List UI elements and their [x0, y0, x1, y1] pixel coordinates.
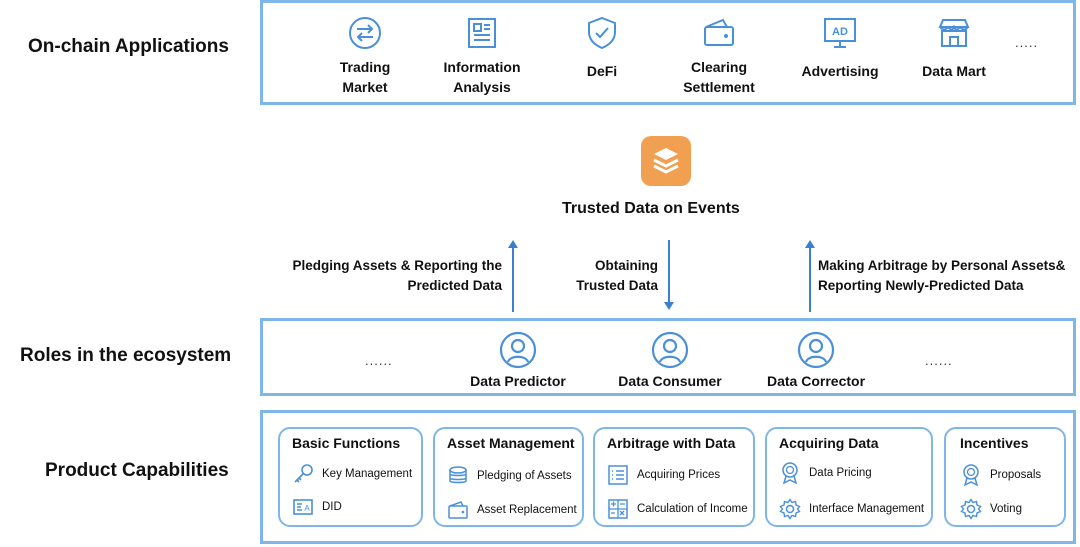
coins-stack-icon — [449, 466, 467, 484]
role-data-consumer: Data Consumer — [595, 331, 745, 389]
app-clearing-settlement: Clearing Settlement — [659, 15, 779, 97]
capability-item-label: DID — [322, 501, 342, 513]
flow-label-middle: Obtaining Trusted Data — [576, 258, 658, 293]
capability-item-calculation-of-income: Calculation of Income — [607, 498, 748, 520]
capability-item-proposals: Proposals — [960, 463, 1041, 487]
capability-basic-functions: Basic Functions Key Management A DID — [278, 427, 423, 527]
app-information-analysis: Information Analysis — [422, 15, 542, 97]
row-label-capabilities: Product Capabilities — [45, 460, 229, 481]
award-icon — [782, 462, 798, 485]
roles-more-right-ellipsis: ...... — [925, 353, 953, 368]
capability-item-label: Interface Management — [809, 503, 925, 515]
capability-asset-management: Asset Management Pledging of Assets Asse… — [433, 427, 584, 527]
capability-item-label: Data Pricing — [809, 467, 872, 479]
role-data-predictor: Data Predictor — [443, 331, 593, 389]
id-card-icon: A — [293, 499, 313, 515]
app-defi: DeFi — [542, 15, 662, 81]
capability-item-acquiring-prices: Acquiring Prices — [607, 464, 720, 486]
capability-item-did: A DID — [292, 496, 342, 518]
capability-title: Acquiring Data — [779, 435, 879, 451]
capability-title: Arbitrage with Data — [607, 435, 736, 451]
row-label-roles: Roles in the ecosystem — [20, 345, 232, 366]
capability-item-data-pricing: Data Pricing — [779, 461, 872, 485]
capability-item-voting: Voting — [960, 498, 1022, 520]
app-label: Trading Market — [339, 59, 391, 95]
capability-item-label: Proposals — [990, 469, 1042, 481]
wallet-icon — [704, 18, 734, 46]
user-icon — [499, 331, 537, 369]
svg-text:AD: AD — [832, 26, 848, 38]
wallet-icon — [448, 501, 468, 519]
capability-item-label: Acquiring Prices — [637, 469, 721, 481]
capability-acquiring-data: Acquiring Data Data Pricing Interface Ma… — [765, 427, 933, 527]
capability-item-key-management: Key Management — [292, 463, 412, 485]
exchange-icon — [349, 17, 381, 49]
shield-check-icon — [588, 16, 616, 50]
key-icon — [294, 464, 313, 483]
app-label: Clearing Settlement — [683, 59, 755, 95]
arrow-up-left — [508, 240, 518, 312]
capability-incentives: Incentives Proposals Voting — [944, 427, 1066, 527]
capability-title: Asset Management — [447, 435, 575, 451]
app-label: Advertising — [801, 63, 879, 79]
apps-more-ellipsis: ..... — [1015, 35, 1039, 50]
flow-label-right: Making Arbitrage by Personal Assets& Rep… — [818, 258, 1066, 293]
role-data-corrector: Data Corrector — [741, 331, 891, 389]
role-label: Data Corrector — [766, 373, 866, 389]
app-label: DeFi — [586, 63, 618, 79]
applications-panel: Trading Market Information Analysis DeFi… — [260, 0, 1076, 105]
user-icon — [651, 331, 689, 369]
document-icon — [468, 18, 496, 48]
ad-board-icon: AD — [824, 18, 856, 48]
svg-text:A: A — [304, 504, 310, 513]
app-trading-market: Trading Market — [305, 15, 425, 97]
user-icon — [797, 331, 835, 369]
capability-item-label: Calculation of Income — [637, 503, 748, 515]
app-data-mart: Data Mart — [894, 15, 1014, 81]
capability-item-label: Asset Replacement — [477, 504, 577, 516]
gear-icon — [779, 498, 801, 520]
app-label: Data Mart — [922, 63, 986, 79]
capability-item-pledging-of-assets: Pledging of Assets — [447, 465, 572, 487]
list-icon — [608, 465, 628, 485]
roles-more-left-ellipsis: ...... — [365, 353, 393, 368]
capability-title: Incentives — [960, 435, 1029, 451]
capability-item-asset-replacement: Asset Replacement — [447, 499, 577, 521]
app-advertising: AD Advertising — [780, 15, 900, 81]
capability-title: Basic Functions — [292, 435, 401, 451]
capability-item-label: Pledging of Assets — [477, 470, 572, 482]
flow-arrows — [508, 240, 815, 312]
award-icon — [963, 464, 979, 487]
layers-logo-icon — [641, 136, 691, 186]
capability-item-interface-management: Interface Management — [779, 498, 924, 520]
calculator-icon — [608, 499, 628, 519]
store-icon — [938, 19, 970, 47]
capability-arbitrage-with-data: Arbitrage with Data Acquiring Prices Cal… — [593, 427, 755, 527]
capabilities-panel: Basic Functions Key Management A DID Ass… — [260, 410, 1076, 544]
app-label: Information Analysis — [443, 59, 521, 95]
center-title: Trusted Data on Events — [562, 200, 740, 217]
arrow-down-middle — [664, 240, 674, 310]
capability-item-label: Key Management — [322, 468, 413, 480]
gear-icon — [960, 498, 982, 520]
row-label-applications: On-chain Applications — [28, 36, 229, 57]
capability-item-label: Voting — [990, 503, 1022, 515]
arrow-up-right — [805, 240, 815, 312]
flow-label-left: Pledging Assets & Reporting the Predicte… — [292, 258, 502, 293]
roles-panel: ...... Data Predictor Data Consumer Data… — [260, 318, 1076, 396]
role-label: Data Predictor — [470, 373, 566, 389]
role-label: Data Consumer — [618, 373, 722, 389]
